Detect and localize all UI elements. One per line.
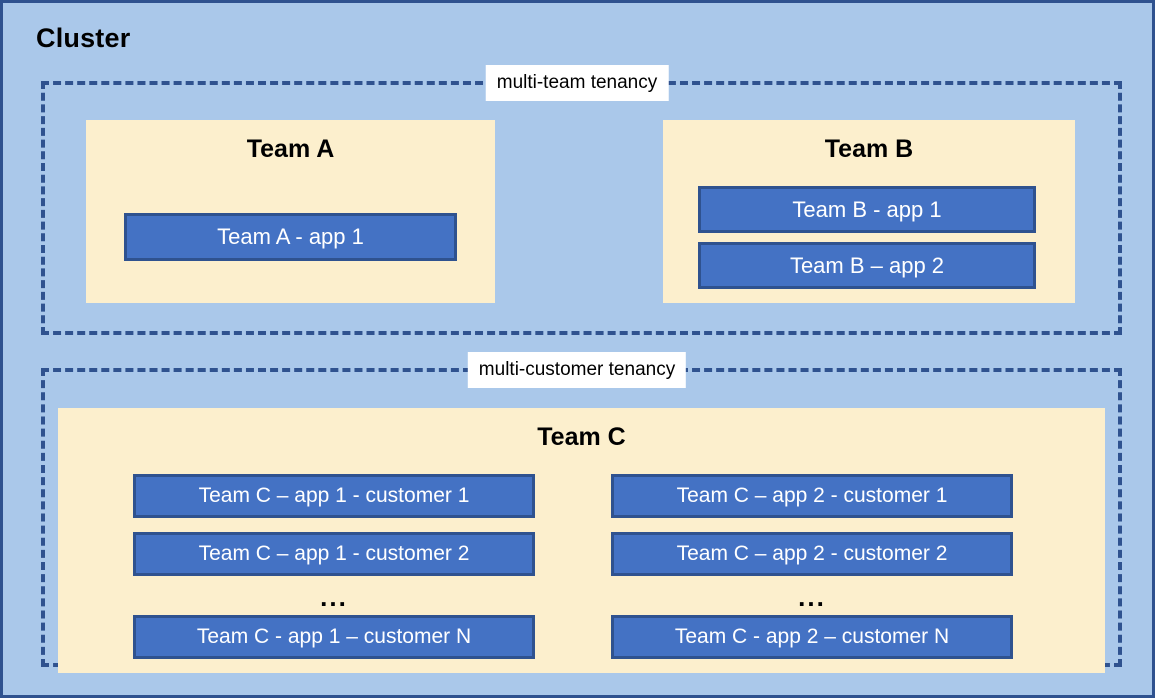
team-b-app-2[interactable]: Team B – app 2 <box>698 242 1036 289</box>
team-a-title: Team A <box>246 135 335 163</box>
team-c-app-1-customer-n[interactable]: Team C - app 1 – customer N <box>133 615 535 659</box>
team-c-app-2-customer-n[interactable]: Team C - app 2 – customer N <box>611 615 1013 659</box>
team-b-box: Team B Team B - app 1 Team B – app 2 <box>663 120 1075 303</box>
team-c-title: Team C <box>537 423 626 451</box>
team-c-app-2-ellipsis: ... <box>798 582 826 612</box>
team-b-title: Team B <box>824 135 914 163</box>
multi-customer-tenancy-label: multi-customer tenancy <box>467 352 687 388</box>
team-a-app-1[interactable]: Team A - app 1 <box>124 213 457 261</box>
multi-team-tenancy-label: multi-team tenancy <box>485 65 669 101</box>
team-c-app-1-customer-1[interactable]: Team C – app 1 - customer 1 <box>133 474 535 518</box>
team-c-app-1-ellipsis: ... <box>320 582 348 612</box>
team-c-app-2-customer-1[interactable]: Team C – app 2 - customer 1 <box>611 474 1013 518</box>
team-c-box: Team C Team C – app 1 - customer 1 Team … <box>58 408 1105 673</box>
team-a-box: Team A Team A - app 1 <box>86 120 495 303</box>
cluster-title: Cluster <box>36 23 131 53</box>
team-c-app-1-customer-2[interactable]: Team C – app 1 - customer 2 <box>133 532 535 576</box>
team-c-app-2-customer-2[interactable]: Team C – app 2 - customer 2 <box>611 532 1013 576</box>
team-b-app-1[interactable]: Team B - app 1 <box>698 186 1036 233</box>
